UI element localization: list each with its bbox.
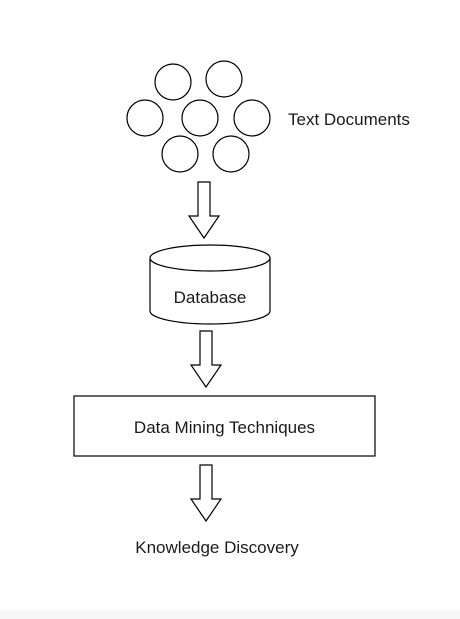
bottom-edge bbox=[0, 610, 460, 619]
knowledge-discovery-label: Knowledge Discovery bbox=[135, 538, 299, 557]
data-mining-box bbox=[73, 395, 376, 457]
database-label: Database bbox=[174, 288, 247, 307]
document-circle bbox=[126, 99, 164, 137]
flow-arrow-1 bbox=[187, 181, 221, 240]
flow-arrow-2 bbox=[189, 330, 223, 389]
document-circle bbox=[212, 135, 250, 173]
text-documents-cluster bbox=[126, 60, 271, 173]
text-documents-label: Text Documents bbox=[288, 110, 410, 129]
database-cylinder bbox=[149, 244, 271, 325]
flow-arrow-3 bbox=[189, 464, 223, 523]
document-circle bbox=[154, 63, 192, 101]
document-circle bbox=[181, 99, 219, 137]
document-circle bbox=[161, 135, 199, 173]
document-circle bbox=[233, 99, 271, 137]
document-circle bbox=[205, 60, 243, 98]
data-mining-label: Data Mining Techniques bbox=[134, 418, 315, 437]
